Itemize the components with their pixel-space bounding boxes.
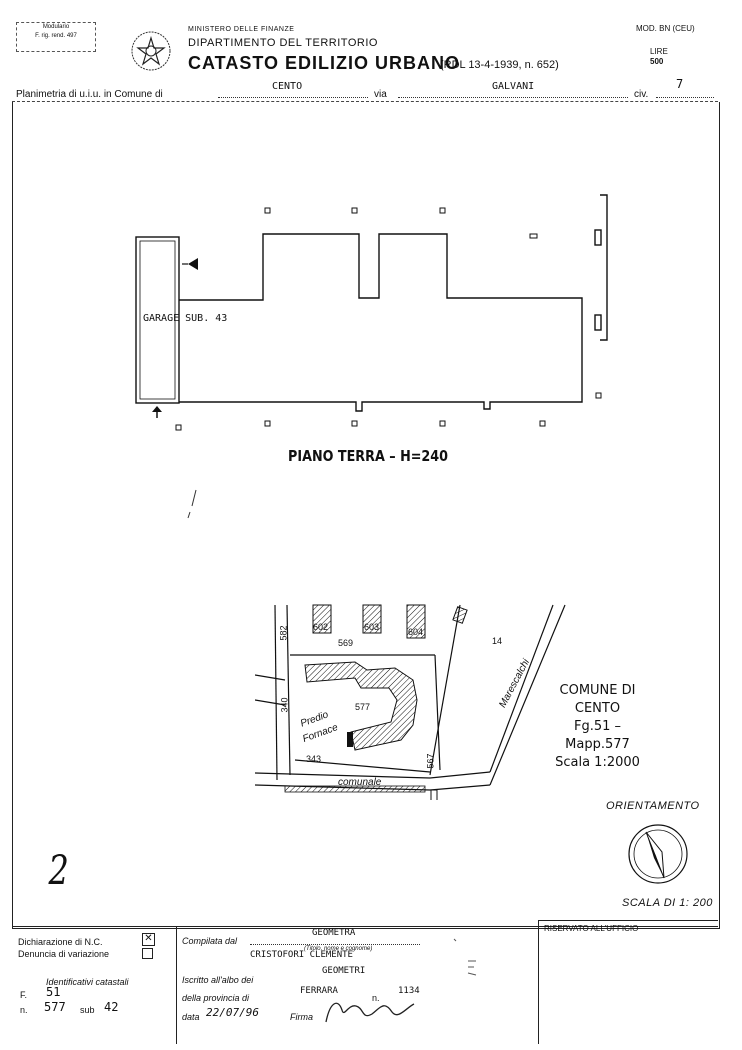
- sub-value: 42: [104, 1000, 119, 1014]
- law-reference: (RDL 13-4-1939, n. 652): [440, 59, 559, 71]
- road-582: 582: [278, 625, 289, 641]
- compilata-name: CRISTOFORI CLEMENTE: [250, 950, 353, 960]
- civ-label: civ.: [634, 89, 649, 100]
- parcel-602: 602: [313, 622, 329, 632]
- form-stamp: Modulario F. rig. rend. 497: [16, 22, 96, 52]
- via-value: GALVANI: [492, 81, 535, 92]
- plan-label: Planimetria di u.i.u. in Comune di: [16, 89, 163, 100]
- handwritten-number: 2: [48, 848, 69, 894]
- drawing-scale: SCALA DI 1: 200: [622, 897, 713, 909]
- garage-label: GARAGE SUB. 43: [143, 313, 228, 324]
- numero-label: n.: [20, 1005, 28, 1015]
- albo-number: 1134: [398, 986, 420, 996]
- albo-value: GEOMETRI: [322, 966, 366, 976]
- department-name: DIPARTIMENTO DEL TERRITORIO: [188, 37, 378, 49]
- data-value: 22/07/96: [206, 1006, 259, 1019]
- road-340: 340: [279, 697, 290, 713]
- comune-line: [218, 96, 368, 98]
- footer-top-line: [12, 926, 718, 927]
- denuncia-label: Denuncia di variazione: [18, 949, 110, 959]
- road-14: 14: [492, 636, 503, 646]
- ministry-name: MINISTERO DELLE FINANZE: [188, 26, 295, 33]
- civ-line: [656, 96, 714, 98]
- republic-emblem-icon: [131, 31, 171, 71]
- compilata-title: GEOMETRA: [312, 928, 356, 938]
- parcel-604: 604: [408, 627, 424, 637]
- denuncia-checkbox[interactable]: [142, 948, 153, 959]
- road-567: 567: [425, 753, 436, 769]
- stamp-line1: Modulario: [42, 24, 70, 30]
- stamp-line2: F. rig. rend. 497: [35, 33, 77, 39]
- data-label: data: [182, 1012, 200, 1022]
- map-info-scale: Scala 1:2000: [555, 755, 640, 770]
- identificativi-label: Identificativi catastali: [46, 977, 129, 987]
- floor-plan: [135, 194, 608, 431]
- road-343: 343: [306, 754, 322, 764]
- footer-divider-right: [538, 920, 539, 1044]
- iscritto-label: Iscritto all'albo dei: [182, 975, 254, 985]
- parcel-577: 577: [355, 702, 371, 712]
- map-info-foglio: Fg.51 – Mapp.577: [565, 719, 630, 752]
- model-code: MOD. BN (CEU): [636, 24, 695, 33]
- cadastral-map: [255, 604, 566, 800]
- document-title: CATASTO EDILIZIO URBANO: [188, 53, 460, 73]
- stamp-marks: [453, 938, 477, 976]
- map-info: COMUNE DI CENTO Fg.51 – Mapp.577 Scala 1…: [540, 682, 655, 772]
- provincia-label: della provincia di: [182, 993, 250, 1003]
- drawing-frame: [12, 102, 720, 929]
- compilata-subcaption: (Titolo, nome e cognome): [304, 946, 373, 952]
- compilata-label: Compilata dal: [182, 936, 238, 946]
- office-reserved-label: RISERVATO ALL'UFFICIO: [544, 924, 639, 933]
- civ-value: 7: [676, 77, 684, 91]
- sub-label: sub: [80, 1005, 95, 1015]
- pencil-mark: [187, 489, 197, 519]
- numero-value: 577: [44, 1000, 66, 1014]
- via-label: via: [374, 89, 387, 100]
- office-box-top: [538, 920, 718, 921]
- floor-title: PIANO TERRA – H=240: [288, 447, 449, 465]
- albo-number-label: n.: [372, 993, 380, 1003]
- map-info-comune: COMUNE DI CENTO: [559, 683, 636, 716]
- comunale-label: comunale: [338, 777, 382, 788]
- parcel-603: 603: [364, 622, 380, 632]
- dichiarazione-checkbox[interactable]: ✕: [142, 933, 155, 946]
- signature: [325, 1002, 415, 1023]
- provincia-value: FERRARA: [300, 986, 338, 996]
- firma-label: Firma: [290, 1012, 313, 1022]
- frame-top-edge: [12, 101, 718, 102]
- via-line: [398, 96, 628, 98]
- currency-label: LIRE: [650, 47, 668, 56]
- comune-value: CENTO: [272, 81, 303, 92]
- parcel-569: 569: [338, 638, 354, 648]
- compilata-line: [250, 943, 420, 945]
- foglio-value: 51: [46, 985, 61, 999]
- north-arrow-icon: [628, 824, 688, 884]
- orientation-label: ORIENTAMENTO: [606, 800, 700, 812]
- price-value: 500: [650, 57, 664, 66]
- dichiarazione-label: Dichiarazione di N.C.: [18, 937, 103, 947]
- foglio-label: F.: [20, 990, 28, 1000]
- footer-divider-left: [176, 926, 177, 1044]
